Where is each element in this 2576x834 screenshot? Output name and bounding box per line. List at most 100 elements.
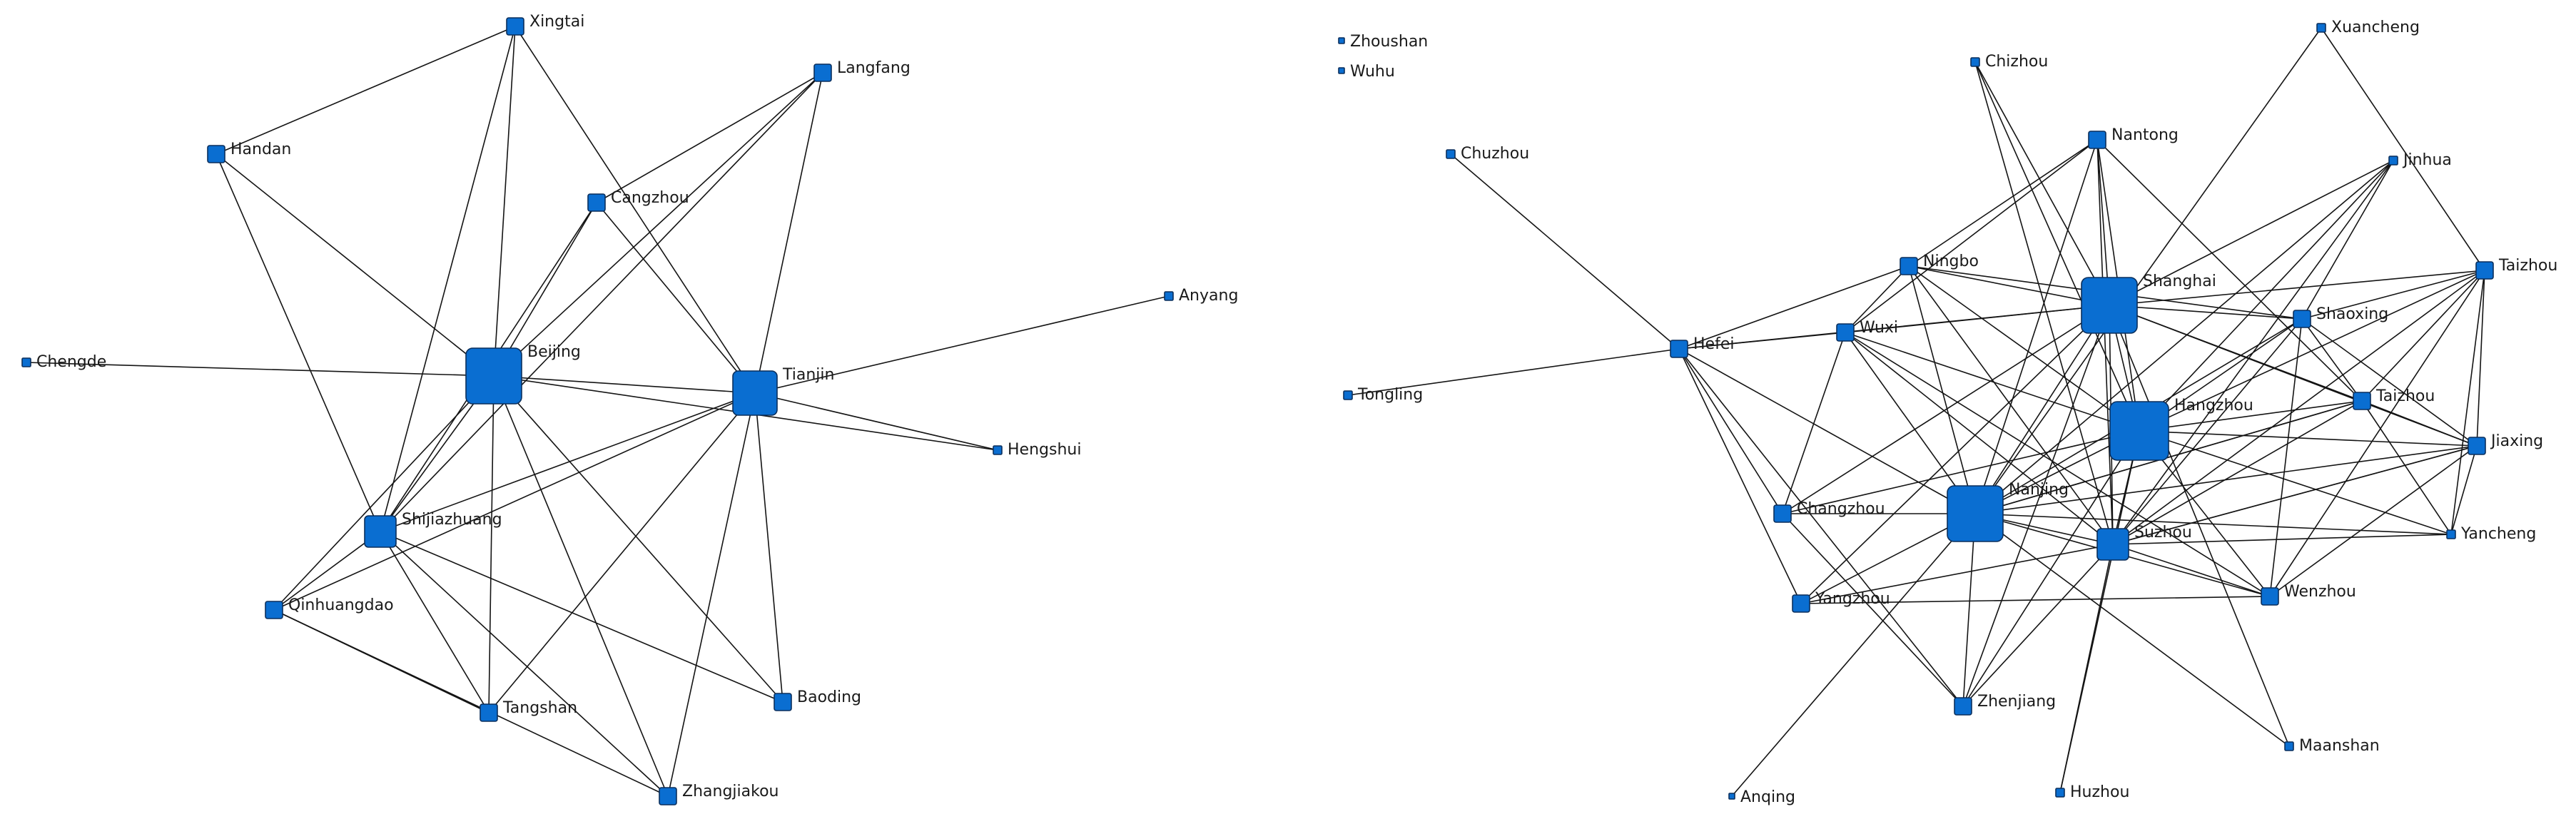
node-wenzhou[interactable]: Wenzhou: [2261, 583, 2356, 606]
node-beijing-marker[interactable]: [465, 347, 522, 405]
node-langfang-marker[interactable]: [813, 63, 832, 82]
node-anyang-marker[interactable]: [1164, 291, 1174, 301]
node-xingtai[interactable]: Xingtai: [506, 13, 584, 36]
node-ningbo-marker[interactable]: [1900, 257, 1918, 275]
node-anqing-marker[interactable]: [1728, 793, 1735, 800]
node-jiaxing-marker[interactable]: [2468, 437, 2486, 455]
node-shijiazhuang[interactable]: Shijiazhuang: [364, 511, 502, 548]
node-chizhou[interactable]: Chizhou: [1970, 53, 2048, 71]
node-tianjin[interactable]: Tianjin: [732, 366, 834, 416]
node-hangzhou[interactable]: Hangzhou: [2109, 397, 2253, 461]
node-shaoxing[interactable]: Shaoxing: [2293, 305, 2388, 328]
node-zhangjiakou-marker[interactable]: [659, 787, 677, 805]
node-wuxi[interactable]: Wuxi: [1836, 319, 1898, 342]
node-nantong[interactable]: Nantong: [2088, 126, 2179, 149]
node-suzhou[interactable]: Suzhou: [2096, 524, 2192, 561]
node-maanshan-marker[interactable]: [2284, 741, 2294, 751]
node-baoding-marker[interactable]: [774, 693, 792, 711]
node-anqing[interactable]: Anqing: [1728, 788, 1795, 806]
node-nanjing-marker[interactable]: [1947, 485, 2004, 542]
node-zhenjiang-marker[interactable]: [1954, 697, 1972, 716]
node-chuzhou[interactable]: Chuzhou: [1446, 145, 1529, 163]
node-taizhou-zj[interactable]: Taizhou: [2475, 257, 2557, 280]
node-ningbo-label: Ningbo: [1923, 253, 1979, 270]
node-yancheng-marker[interactable]: [2446, 529, 2456, 539]
node-wuxi-marker[interactable]: [1836, 323, 1855, 342]
node-shanghai[interactable]: Shanghai: [2081, 273, 2216, 334]
node-suzhou-label: Suzhou: [2134, 524, 2192, 541]
node-xuancheng-marker[interactable]: [2316, 23, 2326, 33]
node-shaoxing-marker[interactable]: [2293, 310, 2311, 328]
node-handan-marker[interactable]: [207, 145, 225, 163]
node-shanghai-marker[interactable]: [2081, 277, 2138, 334]
edge-jinhua-nanjing: [1974, 160, 2394, 514]
node-baoding[interactable]: Baoding: [774, 688, 861, 711]
node-chengde-marker[interactable]: [21, 357, 31, 367]
node-jinhua-marker[interactable]: [2388, 156, 2398, 166]
node-jinhua[interactable]: Jinhua: [2388, 151, 2452, 169]
node-tongling-marker[interactable]: [1343, 390, 1353, 400]
node-hangzhou-marker[interactable]: [2109, 401, 2169, 461]
node-yancheng[interactable]: Yancheng: [2446, 525, 2536, 543]
node-xuancheng[interactable]: Xuancheng: [2316, 19, 2420, 36]
node-changzhou-marker[interactable]: [1773, 504, 1792, 523]
node-anyang[interactable]: Anyang: [1164, 287, 1238, 305]
node-ningbo[interactable]: Ningbo: [1900, 253, 1979, 275]
edge-ningbo-nanjing: [1908, 265, 1976, 514]
node-nantong-label: Nantong: [2111, 126, 2179, 144]
node-group: XingtaiLangfangHandanCangzhouAnyangCheng…: [21, 13, 1238, 805]
node-chengde[interactable]: Chengde: [21, 353, 106, 371]
node-tangshan-marker[interactable]: [480, 703, 498, 722]
node-nantong-marker[interactable]: [2088, 131, 2106, 149]
node-tianjin-marker[interactable]: [732, 370, 778, 416]
node-taizhou-js[interactable]: Taizhou: [2353, 387, 2435, 410]
node-yangzhou[interactable]: Yangzhou: [1792, 590, 1890, 613]
node-huzhou-marker[interactable]: [2055, 788, 2065, 798]
node-maanshan[interactable]: Maanshan: [2284, 737, 2380, 755]
node-chuzhou-marker[interactable]: [1446, 149, 1456, 159]
node-handan[interactable]: Handan: [207, 141, 291, 163]
node-tongling[interactable]: Tongling: [1343, 386, 1423, 404]
edge-tianjin-hengshui: [754, 392, 998, 451]
node-shijiazhuang-marker[interactable]: [364, 515, 397, 548]
node-tangshan[interactable]: Tangshan: [480, 699, 577, 722]
node-nanjing[interactable]: Nanjing: [1947, 481, 2069, 542]
edge-shanghai-taizhou_zj: [2109, 270, 2485, 306]
node-chizhou-marker[interactable]: [1970, 57, 1980, 67]
node-hengshui-marker[interactable]: [993, 445, 1003, 455]
node-tianjin-label: Tianjin: [782, 366, 834, 384]
node-wuhu[interactable]: Wuhu: [1338, 63, 1395, 81]
node-anqing-label: Anqing: [1740, 788, 1795, 806]
node-wenzhou-marker[interactable]: [2261, 587, 2279, 606]
node-changzhou[interactable]: Changzhou: [1773, 500, 1885, 523]
node-zhangjiakou[interactable]: Zhangjiakou: [659, 783, 779, 805]
node-zhoushan[interactable]: Zhoushan: [1338, 33, 1428, 51]
node-zhangjiakou-label: Zhangjiakou: [682, 783, 779, 800]
node-beijing[interactable]: Beijing: [465, 343, 581, 405]
edge-jiaxing-wenzhou: [2269, 445, 2478, 597]
node-taizhou-js-marker[interactable]: [2353, 392, 2371, 410]
node-wuhu-marker[interactable]: [1338, 67, 1345, 74]
node-cangzhou[interactable]: Cangzhou: [587, 189, 689, 212]
node-changzhou-label: Changzhou: [1797, 500, 1885, 518]
node-cangzhou-marker[interactable]: [587, 193, 606, 212]
edge-nanjing-yancheng: [1974, 513, 2452, 535]
node-qinhuangdao-marker[interactable]: [265, 601, 283, 619]
node-taizhou-zj-marker[interactable]: [2475, 261, 2494, 280]
edge-changzhou-zhenjiang: [1782, 513, 1964, 707]
node-hefei[interactable]: Hefei: [1670, 335, 1734, 358]
node-xuancheng-label: Xuancheng: [2331, 19, 2420, 36]
node-jiaxing[interactable]: Jiaxing: [2468, 432, 2543, 455]
node-zhoushan-marker[interactable]: [1338, 37, 1345, 44]
node-suzhou-marker[interactable]: [2096, 528, 2129, 561]
node-langfang[interactable]: Langfang: [813, 59, 911, 82]
node-qinhuangdao[interactable]: Qinhuangdao: [265, 596, 394, 619]
node-hengshui[interactable]: Hengshui: [993, 441, 1081, 459]
node-hefei-marker[interactable]: [1670, 340, 1688, 358]
node-zhenjiang[interactable]: Zhenjiang: [1954, 693, 2056, 716]
node-huzhou[interactable]: Huzhou: [2055, 783, 2129, 801]
node-nanjing-label: Nanjing: [2009, 481, 2069, 499]
edge-tianjin-zhangjiakou: [667, 392, 756, 797]
node-yangzhou-marker[interactable]: [1792, 594, 1810, 613]
node-xingtai-marker[interactable]: [506, 17, 524, 36]
